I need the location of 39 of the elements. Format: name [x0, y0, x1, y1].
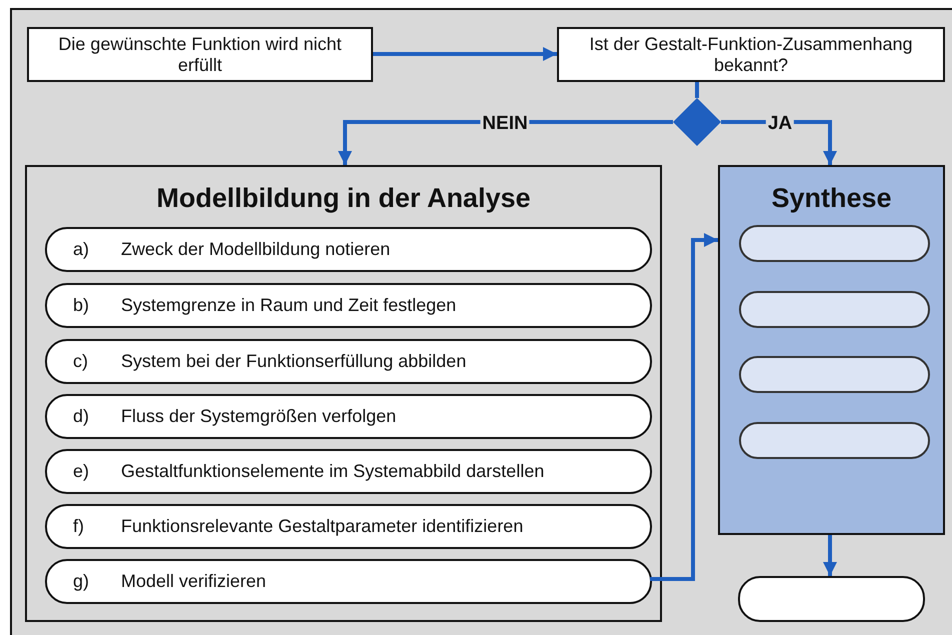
arrow: [650, 233, 718, 581]
step-text: Fluss der Systemgrößen verfolgen: [121, 406, 396, 427]
connector-line: [695, 82, 699, 98]
empty-pill: [738, 576, 925, 622]
step-text: Funktionsrelevante Gestaltparameter identifizieren: [121, 516, 524, 537]
group-heading: Modellbildung in der Analyse: [155, 183, 532, 214]
box-text: Die gewünschte Funktion wird nicht erfüllt: [57, 34, 343, 76]
step-pill: [45, 394, 652, 439]
step-text: Modell verifizieren: [121, 571, 266, 592]
decision-diamond: [673, 98, 721, 146]
step-pill: [45, 559, 652, 604]
process-box: [27, 27, 373, 82]
empty-pill: [739, 225, 930, 262]
step-text: Zweck der Modellbildung notieren: [121, 239, 390, 260]
group-heading: Synthese: [770, 183, 893, 214]
step-pill: [45, 504, 652, 549]
empty-pill: [739, 422, 930, 459]
step-letter: e): [72, 461, 90, 482]
empty-pill: [739, 291, 930, 328]
step-text: Gestaltfunktionselemente im Systemabbild darstellen: [121, 461, 544, 482]
group-panel: [25, 165, 662, 622]
step-letter: g): [72, 571, 90, 592]
step-letter: b): [72, 295, 90, 316]
step-letter: c): [72, 351, 89, 372]
step-pill: [45, 283, 652, 328]
step-text: System bei der Funktionserfüllung abbilden: [121, 351, 466, 372]
group-panel: [718, 165, 945, 535]
box-text: Ist der Gestalt-Funktion-Zusammenhang bekannt?: [588, 34, 914, 76]
step-text: Systemgrenze in Raum und Zeit festlegen: [121, 295, 456, 316]
arrow: [823, 535, 837, 576]
step-letter: f): [72, 516, 85, 537]
process-box: [557, 27, 945, 82]
arrow: [373, 47, 557, 61]
step-pill: [45, 339, 652, 384]
empty-pill: [739, 356, 930, 393]
step-letter: d): [72, 406, 90, 427]
step-pill: [45, 227, 652, 272]
step-pill: [45, 449, 652, 494]
step-letter: a): [72, 239, 90, 260]
